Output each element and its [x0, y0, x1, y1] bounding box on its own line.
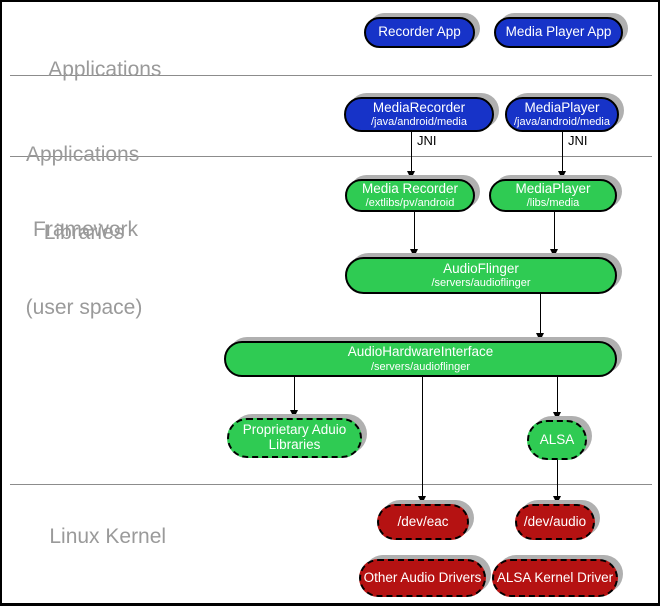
node-proprietary-audio-libraries: Proprietary Aduio Libraries: [227, 418, 362, 458]
ahi-title: AudioHardwareInterface: [347, 344, 494, 360]
media-player-app-label: Media Player App: [505, 24, 612, 40]
alsa-kernel-driver-label: ALSA Kernel Driver: [496, 569, 614, 585]
mediarecorder-fw-path: /java/android/media: [370, 116, 467, 129]
mediaplayer-lib-title: MediaPlayer: [515, 180, 591, 196]
alsa-label: ALSA: [539, 431, 575, 447]
arrowhead-ahi-deveac: [418, 496, 426, 504]
edge-ahi-proprietary: [294, 377, 295, 412]
mediaplayer-lib-path: /libs/media: [526, 197, 580, 210]
node-mediaplayer-framework: MediaPlayer /java/android/media: [505, 97, 619, 132]
node-dev-eac: /dev/eac: [377, 504, 469, 540]
node-recorder-app: Recorder App: [364, 17, 475, 48]
separator-framework-libraries: [10, 156, 652, 157]
edge-audioflinger-ahi: [540, 294, 541, 335]
media-recorder-lib-path: /extlibs/pv/android: [365, 197, 455, 210]
other-audio-drivers-label: Other Audio Drivers: [363, 569, 482, 585]
section-label-applications: Applications: [26, 32, 161, 107]
separator-libraries-kernel: [10, 484, 652, 485]
arrowhead-audioflinger-ahi: [536, 333, 544, 341]
node-dev-audio: /dev/audio: [515, 504, 595, 540]
section-label-applications-framework: Applications Framework: [26, 92, 139, 292]
ahi-path: /servers/audioflinger: [370, 360, 471, 373]
proprietary-label-line2: Libraries: [268, 437, 321, 452]
node-audio-hardware-interface: AudioHardwareInterface /servers/audiofli…: [224, 341, 617, 377]
edge-mediaplayer-jni: [562, 132, 563, 173]
proprietary-label-line1: Proprietary Aduio: [242, 422, 347, 438]
separator-applications-framework: [10, 75, 652, 76]
recorder-app-label: Recorder App: [378, 24, 461, 40]
libraries-label-line2: (user space): [25, 296, 143, 319]
section-label-libraries: Libraries (user space): [18, 170, 150, 370]
edge-alsa-devaudio: [557, 460, 558, 498]
arrowhead-playerlib-audioflinger: [550, 249, 558, 257]
jni-label-left: JNI: [417, 133, 437, 148]
framework-label-line2: Framework: [33, 218, 139, 241]
node-other-audio-drivers: Other Audio Drivers: [359, 559, 486, 597]
audioflinger-path: /servers/audioflinger: [431, 277, 531, 290]
node-media-recorder-lib: Media Recorder /extlibs/pv/android: [345, 179, 475, 212]
mediarecorder-fw-title: MediaRecorder: [372, 99, 466, 115]
audioflinger-title: AudioFlinger: [443, 260, 519, 276]
dev-eac-label: /dev/eac: [397, 513, 449, 529]
mediaplayer-fw-title: MediaPlayer: [524, 99, 600, 115]
arrowhead-mediarecorder-jni: [407, 171, 415, 179]
node-mediaplayer-lib: MediaPlayer /libs/media: [489, 179, 617, 212]
section-label-applications-text: Applications: [48, 58, 162, 81]
node-audioflinger: AudioFlinger /servers/audioflinger: [345, 257, 617, 294]
dev-audio-label: /dev/audio: [523, 513, 587, 529]
arrowhead-alsa-devaudio: [553, 496, 561, 504]
jni-label-right: JNI: [568, 133, 588, 148]
framework-label-line1: Applications: [26, 143, 140, 166]
edge-recorderlib-audioflinger: [414, 212, 415, 251]
arrowhead-mediaplayer-jni: [558, 171, 566, 179]
mediaplayer-fw-path: /java/android/media: [513, 116, 610, 129]
node-media-player-app: Media Player App: [494, 17, 623, 48]
edge-mediarecorder-jni: [411, 132, 412, 173]
node-alsa-kernel-driver: ALSA Kernel Driver: [492, 559, 618, 597]
edge-ahi-deveac: [422, 377, 423, 498]
kernel-label-text: Linux Kernel: [49, 525, 167, 548]
section-label-linux-kernel: Linux Kernel: [26, 499, 166, 574]
node-mediarecorder-framework: MediaRecorder /java/android/media: [344, 97, 494, 132]
edge-playerlib-audioflinger: [554, 212, 555, 251]
edge-ahi-alsa: [557, 377, 558, 414]
arrowhead-recorderlib-audioflinger: [410, 249, 418, 257]
libraries-label-line1: Libraries: [43, 221, 125, 244]
node-alsa: ALSA: [527, 420, 587, 460]
arrowhead-ahi-alsa: [553, 412, 561, 420]
arrowhead-ahi-proprietary: [290, 410, 298, 418]
media-recorder-lib-title: Media Recorder: [361, 180, 459, 196]
